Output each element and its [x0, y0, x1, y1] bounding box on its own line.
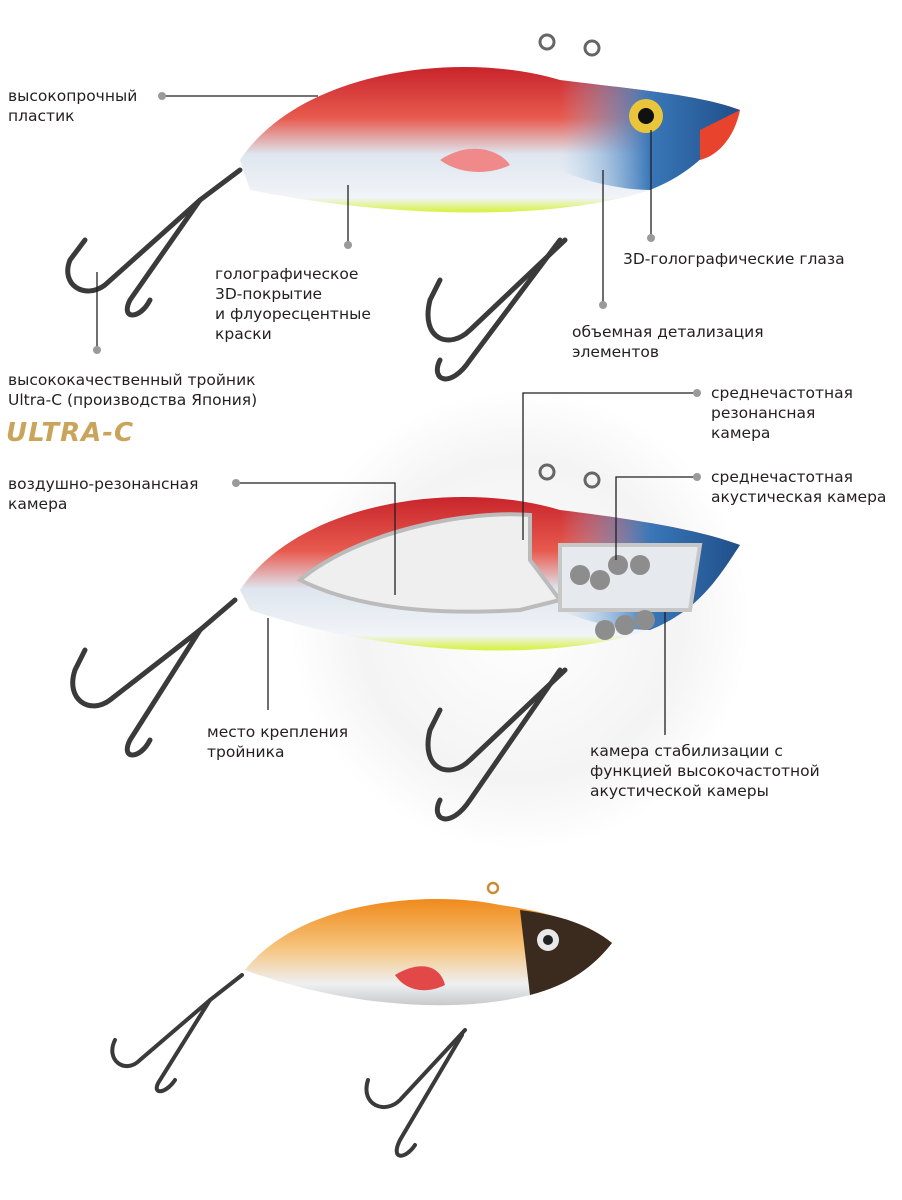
label-line: пластик — [8, 107, 75, 125]
lure-bottom — [110, 881, 612, 1158]
callout-dots — [93, 92, 701, 487]
label-stabilization: камера стабилизации с функцией высокочас… — [590, 741, 820, 801]
label-detail: объемная детализация элементов — [572, 322, 764, 362]
label-line: резонансная — [711, 404, 816, 422]
label-line: среднечастотная — [711, 468, 853, 486]
rattle-balls — [570, 555, 655, 640]
callout-lines — [96, 95, 697, 735]
label-line: высокопрочный — [8, 87, 138, 105]
label-hook: высококачественный тройник Ultra-C (прои… — [8, 370, 257, 410]
label-line: камера — [711, 424, 771, 442]
label-line: 3D-голографические глаза — [623, 250, 845, 268]
label-line: высококачественный тройник — [8, 371, 256, 389]
label-line: Ultra-C (производства Япония) — [8, 391, 258, 409]
label-line: воздушно-резонансная — [8, 475, 199, 493]
label-line: 3D-покрытие — [215, 285, 323, 303]
label-mid-acoustic: среднечастотная акустическая камера — [711, 467, 886, 507]
label-hook-mount: место крепления тройника — [207, 722, 348, 762]
label-line: среднечастотная — [711, 384, 853, 402]
label-line: функцией высокочастотной — [590, 762, 820, 780]
label-line: краски — [215, 325, 272, 343]
label-line: камера стабилизации с — [590, 742, 783, 760]
label-line: акустическая камера — [711, 488, 887, 506]
label-line: камера — [8, 495, 68, 513]
label-line: и флуоресцентные — [215, 305, 371, 323]
label-eyes: 3D-голографические глаза — [623, 249, 845, 269]
label-plastic: высокопрочный пластик — [8, 86, 137, 126]
label-line: голографическое — [215, 265, 359, 283]
label-line: акустической камеры — [590, 782, 769, 800]
label-mid-resonance: среднечастотная резонансная камера — [711, 383, 853, 443]
label-line: объемная детализация — [572, 323, 764, 341]
label-line: элементов — [572, 343, 659, 361]
label-air-chamber: воздушно-резонансная камера — [8, 474, 199, 514]
label-line: место крепления — [207, 723, 349, 741]
label-coating: голографическое 3D-покрытие и флуоресцен… — [215, 264, 371, 344]
lure-top — [65, 33, 740, 382]
label-line: тройника — [207, 743, 285, 761]
ultra-c-logo: ULTRA-C — [6, 418, 135, 448]
lure-cutaway — [70, 463, 740, 822]
